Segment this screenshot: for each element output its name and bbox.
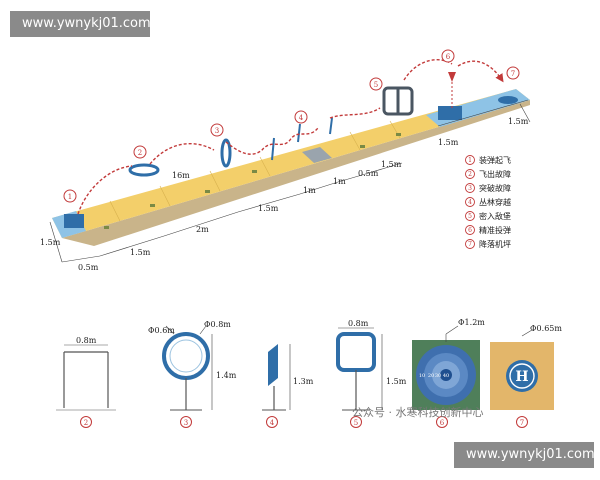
detail-markers [80, 416, 528, 428]
gate-width: 0.8m [76, 336, 97, 345]
legend-label-1: 装弹起飞 [479, 156, 511, 165]
detail-step-4: 4 [270, 419, 275, 427]
dim-seg-6: 0.5m [358, 169, 379, 178]
legend-label-4: 丛林穿越 [479, 198, 511, 207]
strip-flags [271, 117, 333, 161]
pad-symbol: H [515, 369, 528, 385]
mid-strip [302, 147, 332, 163]
course-dim-lines [49, 99, 531, 263]
dim-seg-5: 1m [333, 177, 346, 186]
step-6: 6 [446, 53, 451, 61]
legend-label-2: 飞出故障 [479, 170, 511, 179]
legend-label-5: 密入敌堡 [479, 212, 511, 221]
box-height: 1.5m [386, 377, 407, 386]
watermark-bottom: www.ywnykj01.com [454, 442, 595, 468]
ring-outer: Φ0.8m [204, 320, 231, 329]
target-ring-20: 20 [428, 373, 434, 379]
legend-num-6: 6 [468, 227, 472, 234]
target-ring-30: 30 [435, 373, 441, 379]
flag-drawing [262, 344, 291, 411]
course-surface [52, 89, 530, 238]
step-markers [63, 49, 520, 203]
wechat-caption: 公众号 · 水寒科技创新中心 [352, 406, 484, 419]
box-width: 0.8m [348, 319, 369, 328]
step-2: 2 [138, 149, 142, 157]
legend-num-3: 3 [468, 185, 472, 192]
dim-seg-8: 1.5m [438, 138, 459, 147]
step-7: 7 [511, 70, 515, 78]
step-1: 1 [68, 193, 72, 201]
strip-ring-3 [220, 138, 232, 168]
pad-drawing [490, 329, 554, 410]
dim-start-len: 0.5m [78, 263, 99, 272]
legend-num-1: 1 [468, 157, 472, 164]
legend-label-3: 突破故障 [479, 184, 511, 193]
dim-end-width: 1.5m [508, 117, 529, 126]
detail-step-2: 2 [84, 419, 88, 427]
target-ring-10: 10 [419, 373, 425, 379]
start-rack [64, 214, 84, 228]
dim-seg-7: 1.5m [381, 160, 402, 169]
ring-drawing [162, 325, 213, 411]
detail-step-3: 3 [184, 419, 188, 427]
crate-props [104, 133, 401, 229]
legend-num-5: 5 [468, 213, 472, 220]
step-5: 5 [374, 81, 378, 89]
course-side [62, 100, 530, 246]
legend-num-7: 7 [468, 241, 472, 248]
ring-height: 1.4m [216, 371, 237, 380]
box-drawing [336, 327, 383, 411]
target-ring-40: 40 [443, 373, 449, 379]
dim-seg-1: 1.5m [130, 248, 151, 257]
step-3: 3 [215, 127, 219, 135]
dim-seg-3: 1.5m [258, 204, 279, 213]
gate-drawing [56, 344, 116, 411]
flag-height: 1.3m [293, 377, 314, 386]
legend-num-2: 2 [468, 171, 472, 178]
detail-step-5: 5 [354, 419, 358, 427]
strip-ring-2 [128, 163, 160, 177]
legend-label-6: 精准投弹 [479, 226, 511, 235]
dim-total: 16m [172, 171, 190, 180]
legend-label-7: 降落机坪 [479, 240, 511, 249]
watermark-top: www.ywnykj01.com [10, 11, 151, 37]
legend-num-4: 4 [468, 199, 472, 206]
legend-markers [465, 155, 475, 249]
detail-step-7: 7 [520, 419, 524, 427]
strip-box [382, 86, 414, 116]
dim-seg-4: 1m [303, 186, 316, 195]
flight-path [77, 59, 502, 215]
drop-marker [448, 72, 456, 82]
strip-target [438, 106, 462, 120]
target-drawing [412, 325, 480, 410]
target-diameter: Φ1.2m [458, 318, 485, 327]
ring-inner: Φ0.6m [148, 326, 175, 335]
step-4: 4 [299, 114, 304, 122]
detail-step-6: 6 [440, 419, 445, 427]
strip-pad [498, 96, 518, 104]
pad-diameter: Φ0.65m [530, 324, 562, 333]
dim-seg-2: 2m [196, 225, 209, 234]
dim-left-width: 1.5m [40, 238, 61, 247]
